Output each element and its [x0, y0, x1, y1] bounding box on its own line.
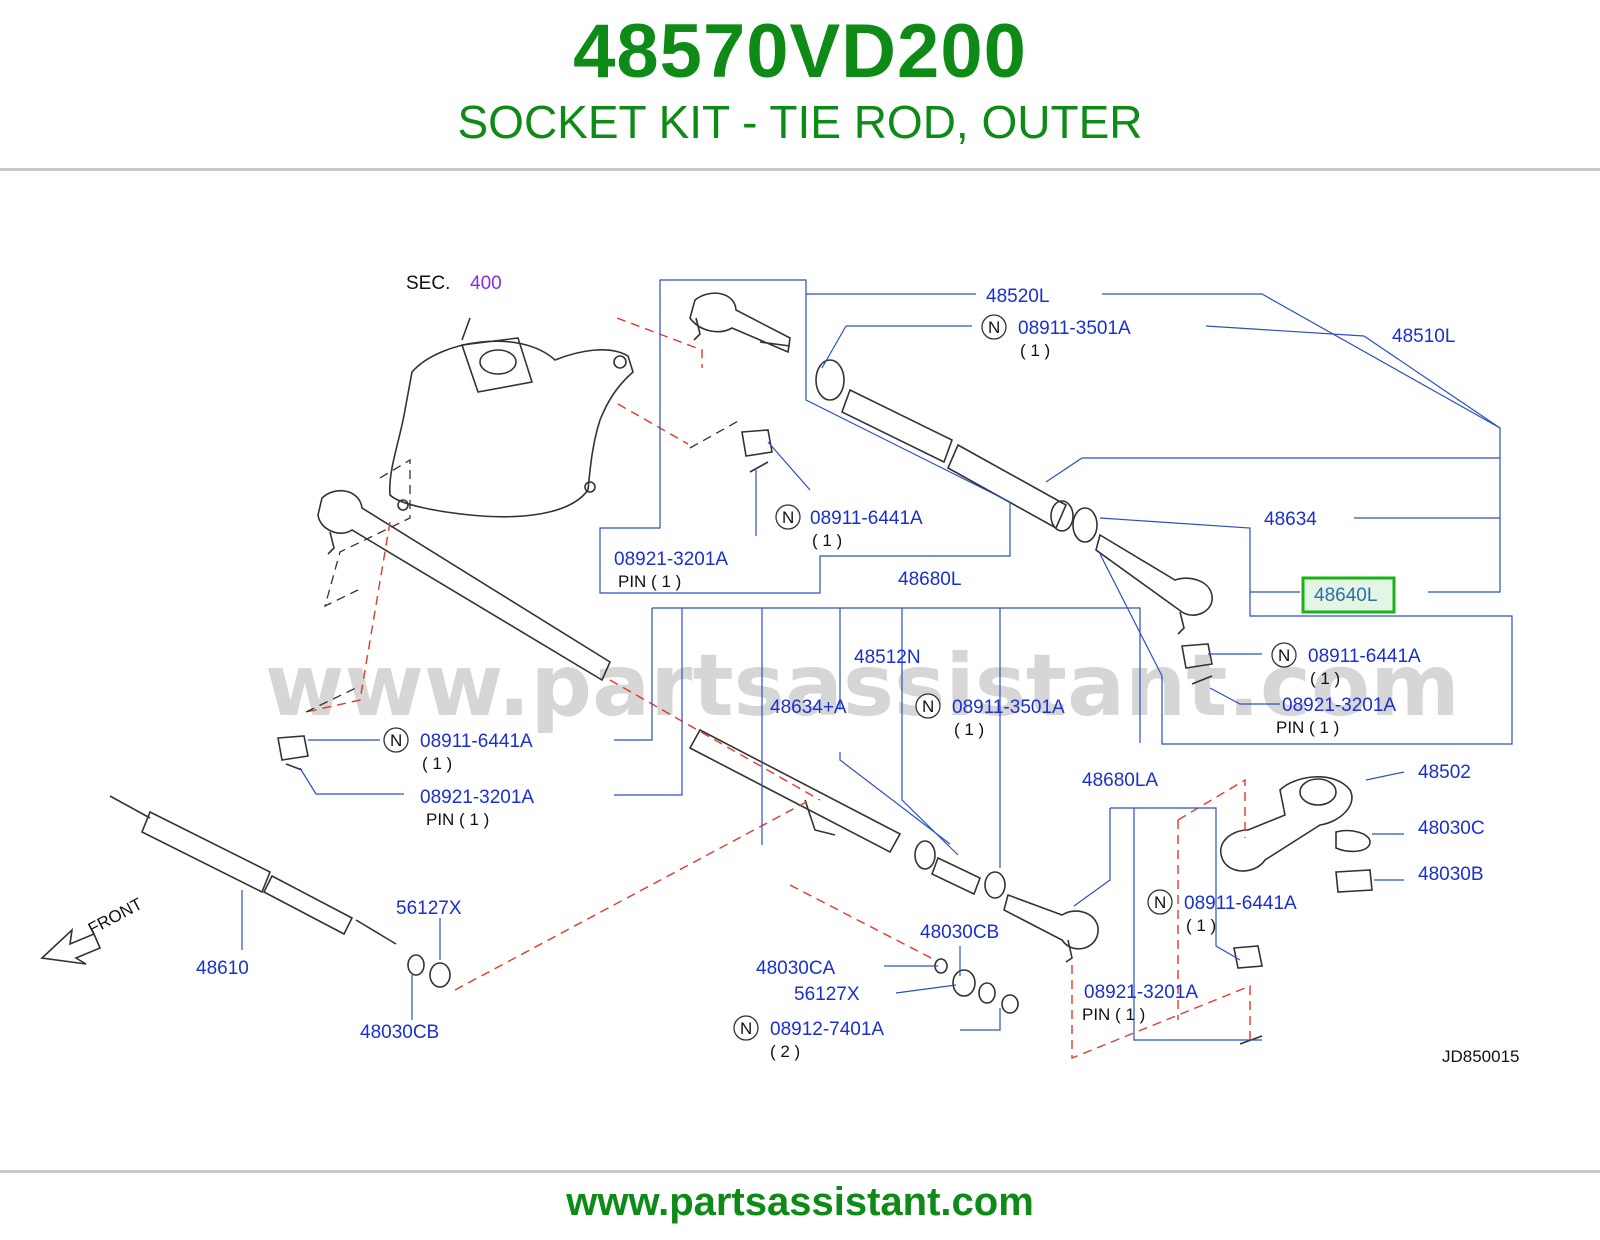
assembly-dash-3 [305, 521, 391, 713]
section-label: SEC. [406, 273, 450, 294]
n-symbol-text: N [740, 1019, 752, 1038]
callout-48510L[interactable]: 48510L [1392, 326, 1455, 347]
assembly-dash-1 [616, 317, 703, 368]
qty-08911-6441A-right: ( 1 ) [1310, 669, 1340, 688]
highlight-box [1301, 576, 1396, 614]
qty-08911-6441A-upper: ( 1 ) [812, 531, 842, 550]
n-symbol-icon [733, 1015, 759, 1041]
qty-08921-3201A-left: PIN ( 1 ) [426, 810, 489, 829]
diagram-background [0, 260, 1600, 1100]
callout-48680L[interactable]: 48680L [898, 569, 961, 590]
n-symbol-icon [981, 314, 1007, 340]
callout-48030B[interactable]: 48030B [1418, 864, 1484, 885]
n-symbol-text: N [922, 697, 934, 716]
qty-08911-3501A-mid: ( 1 ) [954, 720, 984, 739]
assembly-dash-8 [1177, 778, 1246, 838]
pitman-arm [1219, 776, 1373, 893]
callout-08911-6441A-lower[interactable]: 08911-6441A [1184, 893, 1297, 914]
n-symbol-text: N [782, 508, 794, 527]
n-symbol-text: N [1278, 646, 1290, 665]
steering-damper [109, 795, 451, 988]
callout-08911-6441A-upper[interactable]: 08911-6441A [810, 508, 923, 529]
callout-08912-7401A[interactable]: 08912-7401A [770, 1019, 884, 1040]
parts-diagram: www.partsassistant.com [0, 260, 1600, 1100]
adjuster-sleeve [914, 840, 1006, 899]
qty-08921-3201A-upper: PIN ( 1 ) [618, 572, 681, 591]
callout-08911-6441A-right[interactable]: 08911-6441A [1308, 646, 1421, 667]
tie-rod-end-lower [1003, 893, 1099, 963]
n-symbol-icon [1147, 889, 1173, 915]
assembly-dash-11 [689, 419, 741, 449]
callout-48030CA[interactable]: 48030CA [756, 958, 836, 979]
n-symbol-icon [1271, 642, 1297, 668]
n-symbol-icon [915, 693, 941, 719]
assembly-dash-2 [617, 403, 689, 445]
callout-08911-6441A-left[interactable]: 08911-6441A [420, 731, 533, 752]
n-symbol-text: N [390, 731, 402, 750]
header-divider [0, 168, 1600, 171]
callout-lines [241, 279, 1513, 1041]
relay-rod-left [317, 489, 612, 682]
callout-08921-3201A-upper[interactable]: 08921-3201A [614, 549, 728, 570]
footer-url[interactable]: www.partsassistant.com [566, 1180, 1034, 1224]
callout-48520L[interactable]: 48520L [986, 286, 1049, 307]
center-link-tube [688, 728, 902, 854]
callout-48030CB-left[interactable]: 48030CB [360, 1022, 439, 1043]
callout-08921-3201A-lower[interactable]: 08921-3201A [1084, 982, 1198, 1003]
adjusting-tube-upper [815, 359, 1098, 543]
callout-48502[interactable]: 48502 [1418, 762, 1471, 783]
qty-08921-3201A-right: PIN ( 1 ) [1276, 718, 1339, 737]
watermark-text: www.partsassistant.com [265, 636, 1460, 736]
assembly-dash-6 [789, 884, 936, 961]
callout-56127X-left[interactable]: 56127X [396, 898, 462, 919]
assembly-dash-4 [609, 679, 821, 801]
tie-rod-upper [689, 292, 791, 354]
callout-48634[interactable]: 48634 [1264, 509, 1317, 530]
callout-56127X-mid[interactable]: 56127X [794, 984, 860, 1005]
part-number-title: 48570VD200 [573, 9, 1027, 94]
small-hardware-lower [285, 461, 1263, 1045]
qty-08911-6441A-left: ( 1 ) [422, 754, 452, 773]
callout-08911-3501A-mid[interactable]: 08911-3501A [952, 697, 1065, 718]
callout-48030C[interactable]: 48030C [1418, 818, 1485, 839]
qty-08911-6441A-lower: ( 1 ) [1186, 916, 1216, 935]
assembly-dash-10 [323, 458, 411, 608]
callout-48640L-highlighted[interactable]: 48640L [1314, 585, 1377, 606]
n-symbol-icon [775, 504, 801, 530]
qty-08911-3501A-upper: ( 1 ) [1020, 341, 1050, 360]
qty-08921-3201A-lower: PIN ( 1 ) [1082, 1005, 1145, 1024]
footer-divider [0, 1170, 1600, 1173]
assembly-dash-12 [305, 685, 361, 713]
callout-08921-3201A-left[interactable]: 08921-3201A [420, 787, 534, 808]
n-symbol-text: N [988, 318, 1000, 337]
callout-08911-3501A-upper[interactable]: 08911-3501A [1018, 318, 1131, 339]
callout-48030CB-mid[interactable]: 48030CB [920, 922, 999, 943]
n-symbol-icon [383, 727, 409, 753]
part-description: SOCKET KIT - TIE ROD, OUTER [457, 96, 1143, 148]
callout-48680LA[interactable]: 48680LA [1082, 770, 1158, 791]
castle-nuts [277, 429, 1263, 969]
qty-08912-7401A: ( 2 ) [770, 1042, 800, 1061]
drawing-code: JD850015 [1442, 1047, 1520, 1066]
tie-rod-end-right [1095, 533, 1213, 635]
front-arrow-icon [40, 927, 102, 965]
assembly-dash-7 [1071, 965, 1251, 1060]
callout-48634A[interactable]: 48634+A [770, 697, 847, 718]
n-symbol-text: N [1154, 893, 1166, 912]
callout-48610[interactable]: 48610 [196, 958, 249, 979]
section-number-link[interactable]: 400 [470, 273, 502, 294]
steering-gear-housing [388, 317, 634, 518]
assembly-dash-5 [454, 799, 811, 991]
callout-48512N[interactable]: 48512N [854, 647, 921, 668]
callout-08921-3201A-right[interactable]: 08921-3201A [1282, 695, 1396, 716]
